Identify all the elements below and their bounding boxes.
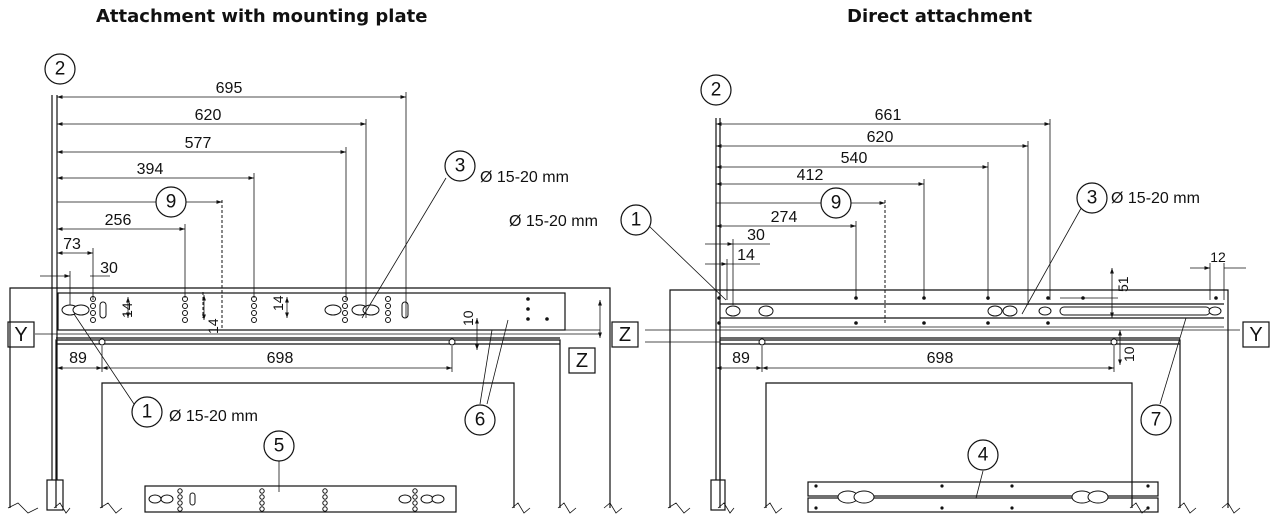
left-label-y: Y — [14, 324, 27, 346]
right-callout-4: 4 — [978, 445, 989, 466]
right-frame-outer — [669, 289, 1229, 508]
left-dim-695: 695 — [216, 80, 243, 97]
right-callout-7: 7 — [1151, 410, 1162, 431]
right-dim-51: 51 — [1115, 276, 1131, 292]
left-dimension-lines — [35, 92, 602, 405]
left-callout-1: 1 — [142, 402, 153, 423]
left-dim-698: 698 — [267, 350, 294, 367]
title-direct-attachment: Direct attachment — [847, 6, 1033, 27]
right-dim-412: 412 — [797, 167, 824, 184]
left-dim-14-a: 14 — [119, 302, 135, 318]
right-label-z: Z — [619, 324, 631, 346]
left-dim-10: 10 — [460, 310, 476, 326]
right-dim-661: 661 — [875, 107, 902, 124]
right-rails — [717, 296, 1224, 328]
right-hinge-bar — [710, 479, 726, 511]
left-plate-holes — [61, 296, 549, 323]
right-dim-274: 274 — [771, 209, 798, 226]
right-callout-1: 1 — [631, 210, 642, 231]
right-label-y: Y — [1249, 324, 1262, 346]
right-callout-3: 3 — [1087, 188, 1098, 209]
left-dim-620: 620 — [195, 107, 222, 124]
left-frame-inner — [55, 339, 561, 508]
right-callout-2: 2 — [711, 80, 722, 101]
right-dim-620: 620 — [867, 129, 894, 146]
right-drawing: 661 620 540 412 274 30 14 12 51 10 89 69… — [509, 74, 1270, 514]
left-dim-89: 89 — [69, 350, 87, 367]
right-dim-10: 10 — [1121, 346, 1137, 362]
right-dim-89: 89 — [732, 350, 750, 367]
right-dimension-lines — [645, 119, 1246, 499]
left-dim-394: 394 — [137, 161, 164, 178]
left-hinge-bar — [46, 479, 64, 511]
right-dim-14: 14 — [737, 247, 755, 264]
right-dim-540: 540 — [841, 150, 868, 167]
left-callout-2: 2 — [55, 59, 66, 80]
left-dim-14-b: 14 — [205, 318, 221, 334]
right-rail-parts — [807, 481, 1159, 513]
left-callout-5: 5 — [274, 436, 285, 457]
left-mounting-plate-part — [144, 461, 457, 513]
left-label-z: Z — [576, 350, 588, 372]
left-drawing: 695 620 577 394 256 73 30 14 14 14 10 89… — [7, 53, 623, 514]
left-mounting-plate — [57, 292, 566, 331]
right-note-item-1: Ø 15-20 mm — [509, 213, 598, 230]
title-attachment-with-mounting-plate: Attachment with mounting plate — [96, 6, 428, 27]
left-dim-30: 30 — [100, 260, 118, 277]
right-callout-9: 9 — [831, 193, 842, 214]
right-note-item-3: Ø 15-20 mm — [1111, 190, 1200, 207]
left-frame-outer — [9, 287, 611, 508]
left-note-item-1: Ø 15-20 mm — [169, 408, 258, 425]
left-dim-14-c: 14 — [270, 295, 286, 311]
right-dim-698: 698 — [927, 350, 954, 367]
left-callout-3: 3 — [455, 156, 466, 177]
left-dim-577: 577 — [185, 135, 212, 152]
right-dim-12: 12 — [1210, 249, 1226, 265]
left-callout-6: 6 — [475, 410, 486, 431]
right-dim-30: 30 — [747, 227, 765, 244]
left-note-item-3: Ø 15-20 mm — [480, 169, 569, 186]
right-opening — [765, 382, 1133, 508]
left-opening — [101, 382, 515, 508]
left-dim-256: 256 — [105, 212, 132, 229]
left-dim-73: 73 — [63, 236, 81, 253]
left-callout-9: 9 — [166, 192, 177, 213]
